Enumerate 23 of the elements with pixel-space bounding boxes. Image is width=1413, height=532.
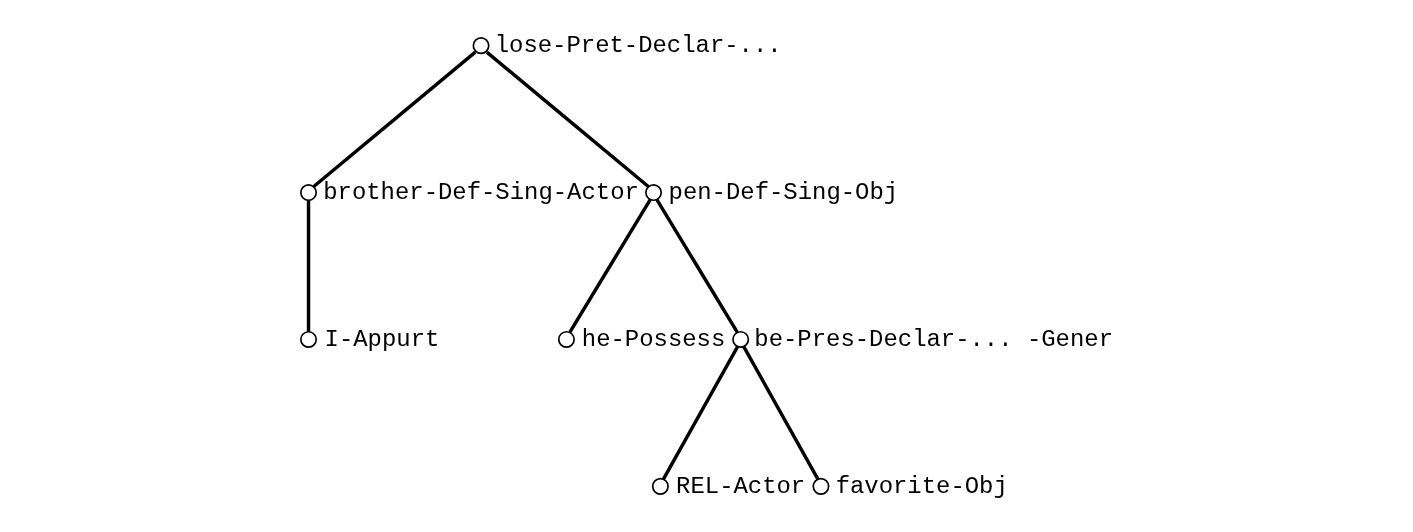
node-circle: [732, 330, 750, 348]
connector: [568, 198, 652, 334]
node-circle: [472, 37, 490, 55]
node-label: lose-Pret-Declar-...: [494, 31, 782, 59]
connector: [306, 200, 311, 332]
node-label: he-Possess: [581, 325, 726, 353]
node-circle: [299, 184, 318, 202]
node-circle: [812, 477, 830, 495]
node-circle: [557, 330, 575, 348]
node-label: be-Pres-Declar-... -Gener: [754, 325, 1113, 353]
connector: [312, 50, 477, 188]
node-label: brother-Def-Sing-Actor: [323, 178, 639, 206]
node-label: pen-Def-Sing-Obj: [668, 178, 899, 206]
connector: [655, 198, 739, 334]
node-label: REL-Actor: [676, 472, 806, 500]
connector: [742, 345, 820, 480]
node-circle: [651, 477, 669, 495]
connector: [661, 345, 740, 480]
node-circle: [299, 330, 318, 348]
node-label: favorite-Obj: [835, 472, 1008, 500]
connector: [485, 50, 650, 188]
node-circle: [645, 184, 663, 202]
node-label: I-Appurt: [324, 325, 440, 353]
